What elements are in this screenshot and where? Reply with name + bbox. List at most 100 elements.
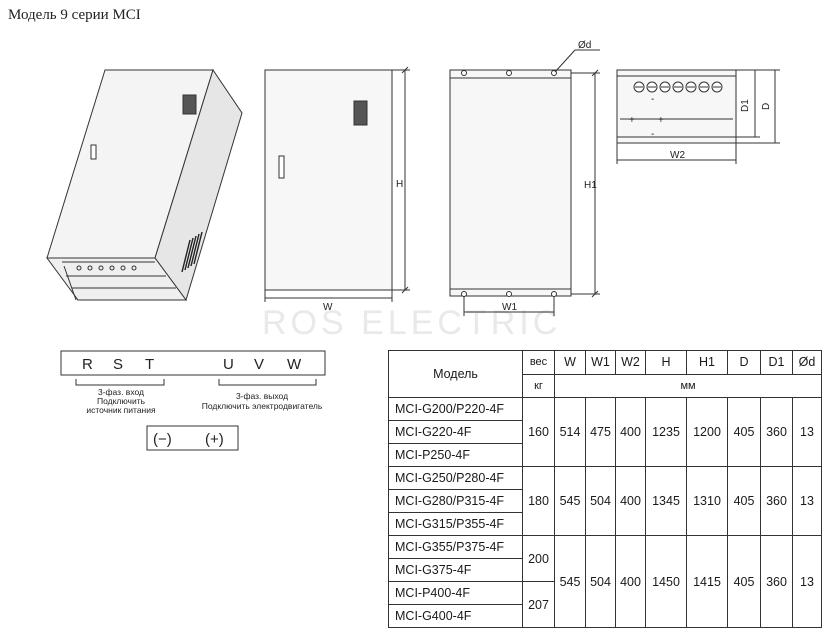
back-view xyxy=(449,49,600,316)
value-cell: 13 xyxy=(792,466,822,536)
cable-gland-icon xyxy=(633,81,723,93)
weight-cell: 200 xyxy=(522,535,555,582)
value-cell: 1235 xyxy=(645,397,687,467)
header-col-w2: W2 xyxy=(615,350,646,375)
table-row: MCI-G200/P220-4F 160 514 475 400 1235 12… xyxy=(388,397,822,467)
model-cell: MCI-G375-4F xyxy=(388,558,523,582)
header-col-diameter: Ød xyxy=(792,350,822,375)
dimension-w2-label: W2 xyxy=(670,150,685,161)
watermark: ROS ELECTRIC xyxy=(262,304,561,342)
value-cell: 504 xyxy=(585,466,616,536)
value-cell: 400 xyxy=(615,466,646,536)
model-cell: MCI-P400-4F xyxy=(388,581,523,605)
weight-cell: 160 xyxy=(522,397,555,467)
header-col-h1: H1 xyxy=(686,350,728,375)
model-cell: MCI-G250/P280-4F xyxy=(388,466,523,490)
unit-weight: кг xyxy=(522,373,555,398)
front-keypad-icon xyxy=(353,100,368,126)
dimension-d-label: D xyxy=(761,103,772,110)
model-cell: MCI-G400-4F xyxy=(388,604,523,628)
value-cell: 1450 xyxy=(645,535,687,628)
model-cell: MCI-G355/P375-4F xyxy=(388,535,523,559)
value-cell: 13 xyxy=(792,397,822,467)
model-cell: MCI-G200/P220-4F xyxy=(388,397,523,421)
header-model: Модель xyxy=(388,350,523,398)
front-view xyxy=(264,66,410,302)
dc-plus-label: (+) xyxy=(205,431,224,448)
terminal-row-icon xyxy=(76,265,137,271)
page-title: Модель 9 серии MCI xyxy=(8,7,141,23)
value-cell: 13 xyxy=(792,535,822,628)
weight-cell: 180 xyxy=(522,466,555,536)
value-cell: 400 xyxy=(615,535,646,628)
header-col-h: H xyxy=(645,350,687,375)
top-view xyxy=(616,69,780,164)
dimension-w-label: W xyxy=(323,302,333,313)
header-col-w1: W1 xyxy=(585,350,616,375)
model-cell: MCI-P250-4F xyxy=(388,443,523,467)
output-caption-line-2: Подключить электродвигатель xyxy=(202,401,323,411)
dimension-d1-label: D1 xyxy=(740,99,751,112)
dimension-h-label: H xyxy=(396,179,403,190)
value-cell: 360 xyxy=(760,466,793,536)
terminal-u-label: U xyxy=(223,356,234,373)
vent-grille-icon xyxy=(181,231,203,273)
spec-table: Модель вес W W1 W2 H H1 D D1 Ød кг мм MC… xyxy=(388,350,822,628)
dimension-w1-label: W1 xyxy=(502,302,517,313)
dc-minus-label: (−) xyxy=(153,431,172,448)
top-view-plus-1: + xyxy=(629,115,635,126)
front-handle-icon xyxy=(278,155,285,179)
table-row: MCI-G355/P375-4F 200 545 504 400 1450 14… xyxy=(388,535,822,628)
top-view-plus-2: + xyxy=(658,115,664,126)
value-cell: 475 xyxy=(585,397,616,467)
header-weight: вес xyxy=(522,350,555,375)
door-handle-icon xyxy=(90,144,97,160)
table-row: MCI-P400-4F 207 xyxy=(388,581,822,628)
terminal-r-label: R xyxy=(82,356,93,373)
table-row: MCI-P250-4F xyxy=(388,443,822,467)
terminal-diagram xyxy=(60,350,326,451)
input-caption-line-3: источник питания xyxy=(86,405,156,415)
model-cell: MCI-G280/P315-4F xyxy=(388,489,523,513)
dimension-h1-label: H1 xyxy=(584,180,597,191)
value-cell: 1200 xyxy=(686,397,728,467)
table-unit-row: кг мм xyxy=(389,373,822,398)
table-row: MCI-G220-4F xyxy=(388,420,822,444)
top-view-minus-2: - xyxy=(651,129,654,140)
value-cell: 545 xyxy=(554,466,586,536)
value-cell: 405 xyxy=(727,535,761,628)
value-cell: 545 xyxy=(554,535,586,628)
table-row: MCI-G400-4F xyxy=(388,604,822,628)
terminal-t-label: T xyxy=(145,356,154,373)
value-cell: 405 xyxy=(727,397,761,467)
unit-mm: мм xyxy=(554,373,822,398)
model-cell: MCI-G220-4F xyxy=(388,420,523,444)
table-row: MCI-G315/P355-4F xyxy=(388,512,822,536)
value-cell: 1345 xyxy=(645,466,687,536)
model-cell: MCI-G315/P355-4F xyxy=(388,512,523,536)
value-cell: 400 xyxy=(615,397,646,467)
weight-cell: 207 xyxy=(522,581,555,628)
value-cell: 360 xyxy=(760,535,793,628)
input-caption-line-2: Подключить xyxy=(97,396,146,406)
keypad-icon xyxy=(182,94,197,115)
top-view-minus-1: - xyxy=(651,94,654,105)
terminal-w-label: W xyxy=(287,356,302,373)
value-cell: 504 xyxy=(585,535,616,628)
dimension-diameter-label: Ød xyxy=(578,40,591,51)
input-caption-line-1: 3-фаз. вход xyxy=(98,387,144,397)
table-header-row: Модель вес W W1 W2 H H1 D D1 Ød xyxy=(388,350,822,398)
isometric-cabinet-view xyxy=(46,68,243,302)
value-cell: 405 xyxy=(727,466,761,536)
value-cell: 1310 xyxy=(686,466,728,536)
value-cell: 1415 xyxy=(686,535,728,628)
output-caption-line-1: 3-фаз. выход xyxy=(236,391,288,401)
table-row: MCI-G250/P280-4F 180 545 504 400 1345 13… xyxy=(388,466,822,536)
value-cell: 514 xyxy=(554,397,586,467)
header-col-d1: D1 xyxy=(760,350,793,375)
terminal-v-label: V xyxy=(254,356,264,373)
header-col-d: D xyxy=(727,350,761,375)
header-col-w: W xyxy=(554,350,586,375)
value-cell: 360 xyxy=(760,397,793,467)
